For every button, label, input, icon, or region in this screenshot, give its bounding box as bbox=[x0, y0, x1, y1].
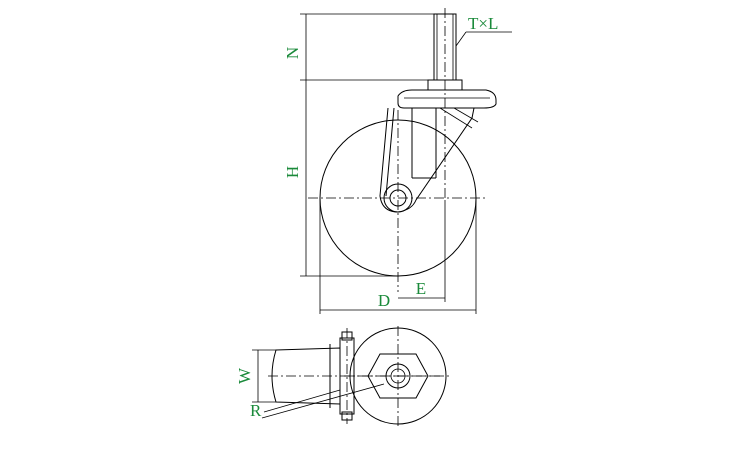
dimension-h bbox=[300, 80, 398, 277]
dimension-d bbox=[319, 198, 477, 314]
dimension-e bbox=[398, 200, 446, 302]
label-r: R bbox=[250, 401, 262, 420]
r-leader bbox=[261, 383, 385, 419]
label-h: H bbox=[283, 166, 302, 178]
fork-bracket bbox=[379, 107, 479, 213]
swivel-plate bbox=[397, 89, 497, 109]
label-e: E bbox=[416, 279, 426, 298]
label-d: D bbox=[378, 291, 390, 310]
threaded-stem bbox=[433, 8, 457, 200]
label-w: W bbox=[235, 367, 254, 384]
wheel-centerlines bbox=[308, 110, 488, 292]
label-thread: T×L bbox=[468, 14, 498, 33]
label-n: N bbox=[283, 47, 302, 59]
thread-leader bbox=[455, 31, 512, 47]
swivel-plate-top bbox=[344, 326, 452, 426]
side-view: T×L N H E D bbox=[283, 8, 512, 314]
top-view: W R bbox=[235, 326, 452, 426]
dimension-n bbox=[300, 13, 434, 81]
dimension-w bbox=[252, 349, 276, 403]
